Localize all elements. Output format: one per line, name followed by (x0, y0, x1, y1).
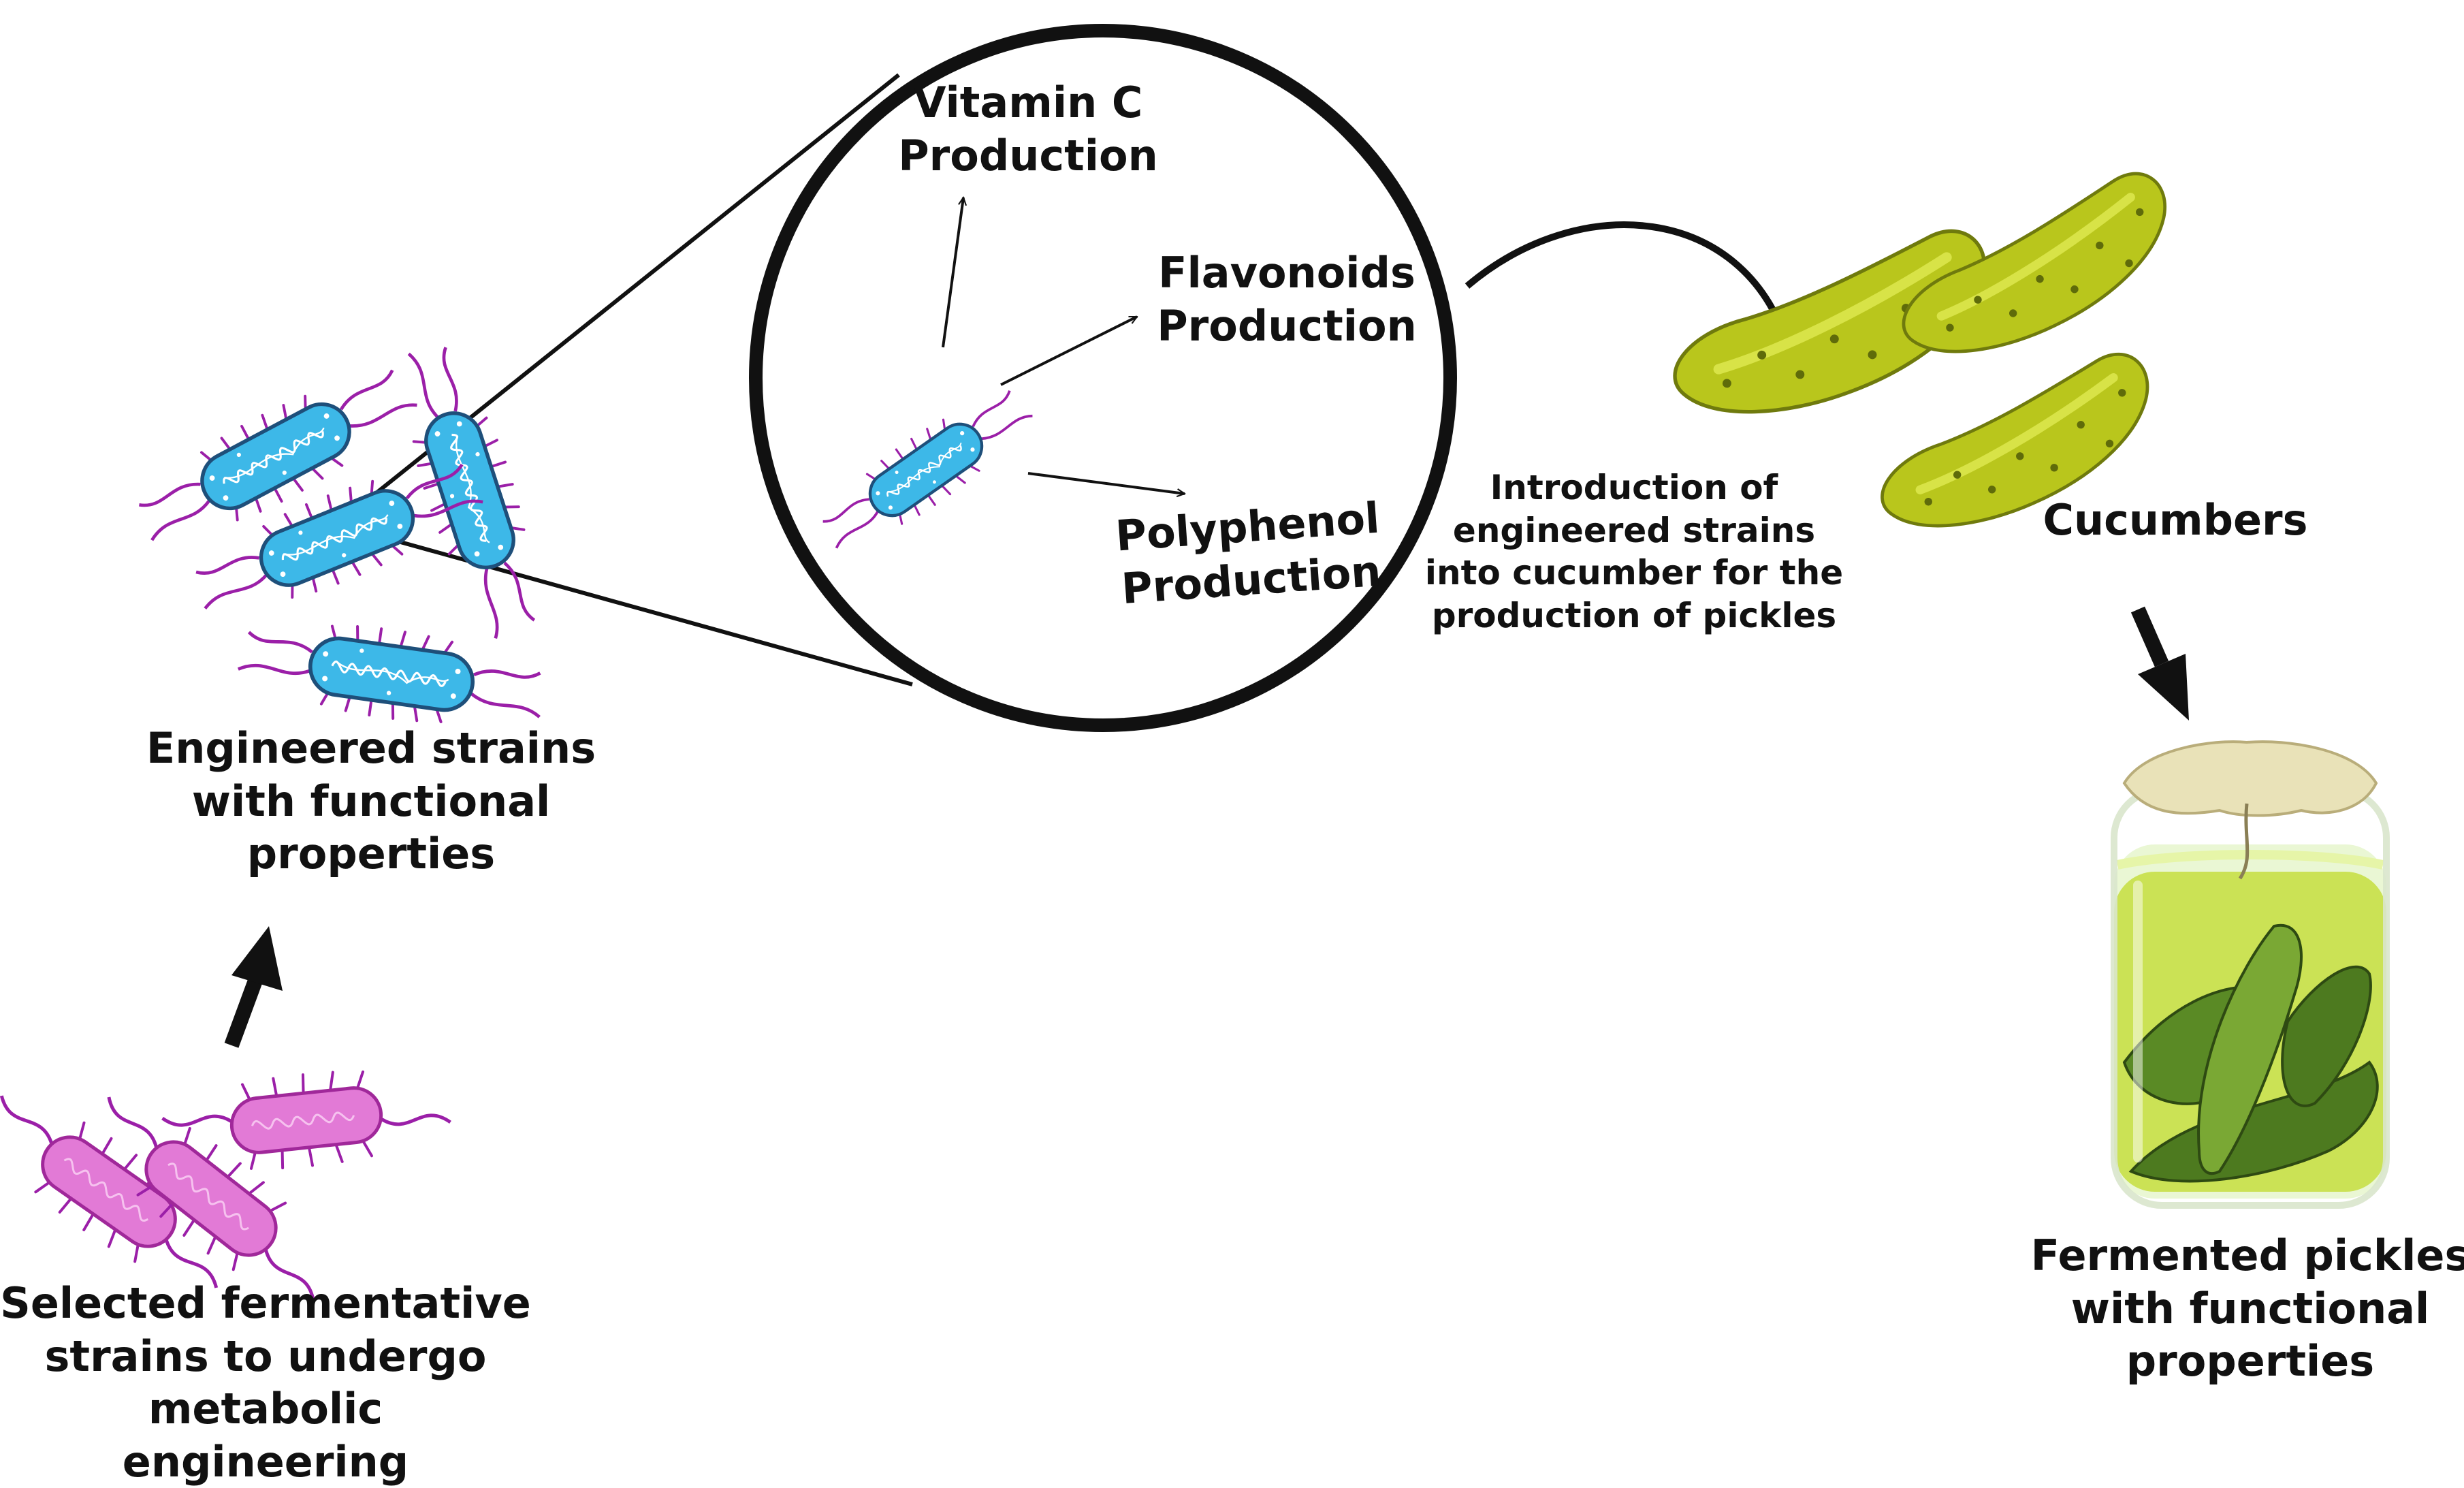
arrow-up-to-engineered (224, 926, 283, 1048)
selected-strains-label: Selected fermentative strains to undergo… (0, 1278, 531, 1487)
introduction-label: Introduction of engineered strains into … (1424, 468, 1844, 635)
flavonoids-label: Flavonoids Production (1157, 248, 1417, 351)
arrow-to-flavonoids (1000, 315, 1137, 386)
fermented-pickles-label: Fermented pickles with functional proper… (2030, 1231, 2464, 1386)
zoom-line-bottom (336, 522, 913, 686)
curved-arrow-to-cucumbers (1465, 221, 1787, 344)
engineered-strains-label: Engineered strains with functional prope… (146, 723, 596, 878)
polyphenol-label: Polyphenol Production (1114, 492, 1383, 614)
engineered-strains-icon (125, 336, 556, 739)
arrow-to-vitamin-c (942, 197, 963, 348)
arrow-to-polyphenol (1027, 472, 1185, 494)
arrow-down-to-jar (2130, 606, 2189, 721)
magnifier-circle (749, 24, 1457, 732)
cucumbers-label: Cucumbers (2043, 495, 2308, 545)
pickle-jar-icon (2111, 740, 2390, 1209)
vitamin-c-label: Vitamin C Production (898, 78, 1158, 180)
